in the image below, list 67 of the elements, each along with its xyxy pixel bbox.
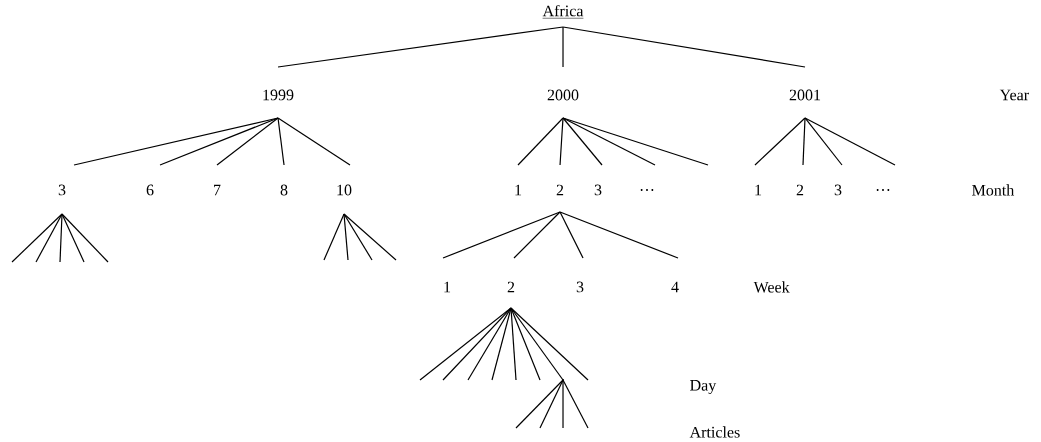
week-value: 2 [507,281,515,293]
branch-line [491,307,512,381]
branch-line [59,213,63,263]
level-label: Year [999,89,1029,101]
branch-line [35,213,63,263]
branch-line [562,117,603,166]
level-label: Month [972,184,1015,196]
branch-line [804,117,843,166]
branch-line [442,307,512,381]
branch-line [277,117,285,166]
month-value: 1 [755,184,762,196]
root-label: Africa [542,4,584,19]
branch-line [559,117,564,166]
branch-line [562,379,589,429]
branch-line [442,211,561,259]
branch-line [562,117,709,166]
branch-line [513,211,561,259]
month-value: … [640,189,654,191]
branch-line [343,213,373,261]
branch-line [510,307,517,381]
branch-line [61,213,109,263]
branch-line [159,117,279,166]
branch-line [323,213,345,261]
month-value: 6 [146,184,154,196]
month-value: 8 [280,184,288,196]
month-value: 3 [594,184,602,196]
level-label: Articles [689,426,740,438]
year-value: 1999 [263,89,294,101]
level-label: Week [753,281,790,293]
level-label: Day [690,380,717,394]
week-value: 3 [576,281,584,293]
month-value: 1 [515,184,522,196]
month-value: 2 [556,184,564,196]
branch-line [802,117,806,166]
branch-line [562,117,656,166]
branch-line [11,213,63,263]
branch-line [562,379,564,429]
year-value: 2000 [547,89,579,101]
branch-line [216,117,279,166]
branch-line [517,117,564,166]
month-value: 3 [58,184,66,196]
branch-line [562,26,564,68]
branch-line [559,211,584,259]
branch-line [343,213,349,261]
branch-line [467,307,512,381]
month-value: 2 [796,184,804,196]
branch-line [510,307,541,381]
month-value: … [876,189,890,191]
branch-line [419,307,512,381]
branch-line [562,26,806,68]
branch-line [804,117,896,166]
week-value: 1 [444,281,451,293]
month-value: 3 [834,184,842,196]
branch-line [277,26,564,68]
month-value: 7 [214,184,221,196]
branch-line [343,213,397,261]
branch-line [277,117,351,166]
year-value: 2001 [789,89,821,101]
branch-line [754,117,806,166]
month-value: 10 [337,184,352,196]
branch-line [539,379,564,429]
branch-line [510,307,564,381]
branch-line [61,213,85,263]
week-value: 4 [671,281,679,293]
branch-line [515,379,564,429]
branch-line [510,307,589,381]
branch-line [559,211,679,259]
